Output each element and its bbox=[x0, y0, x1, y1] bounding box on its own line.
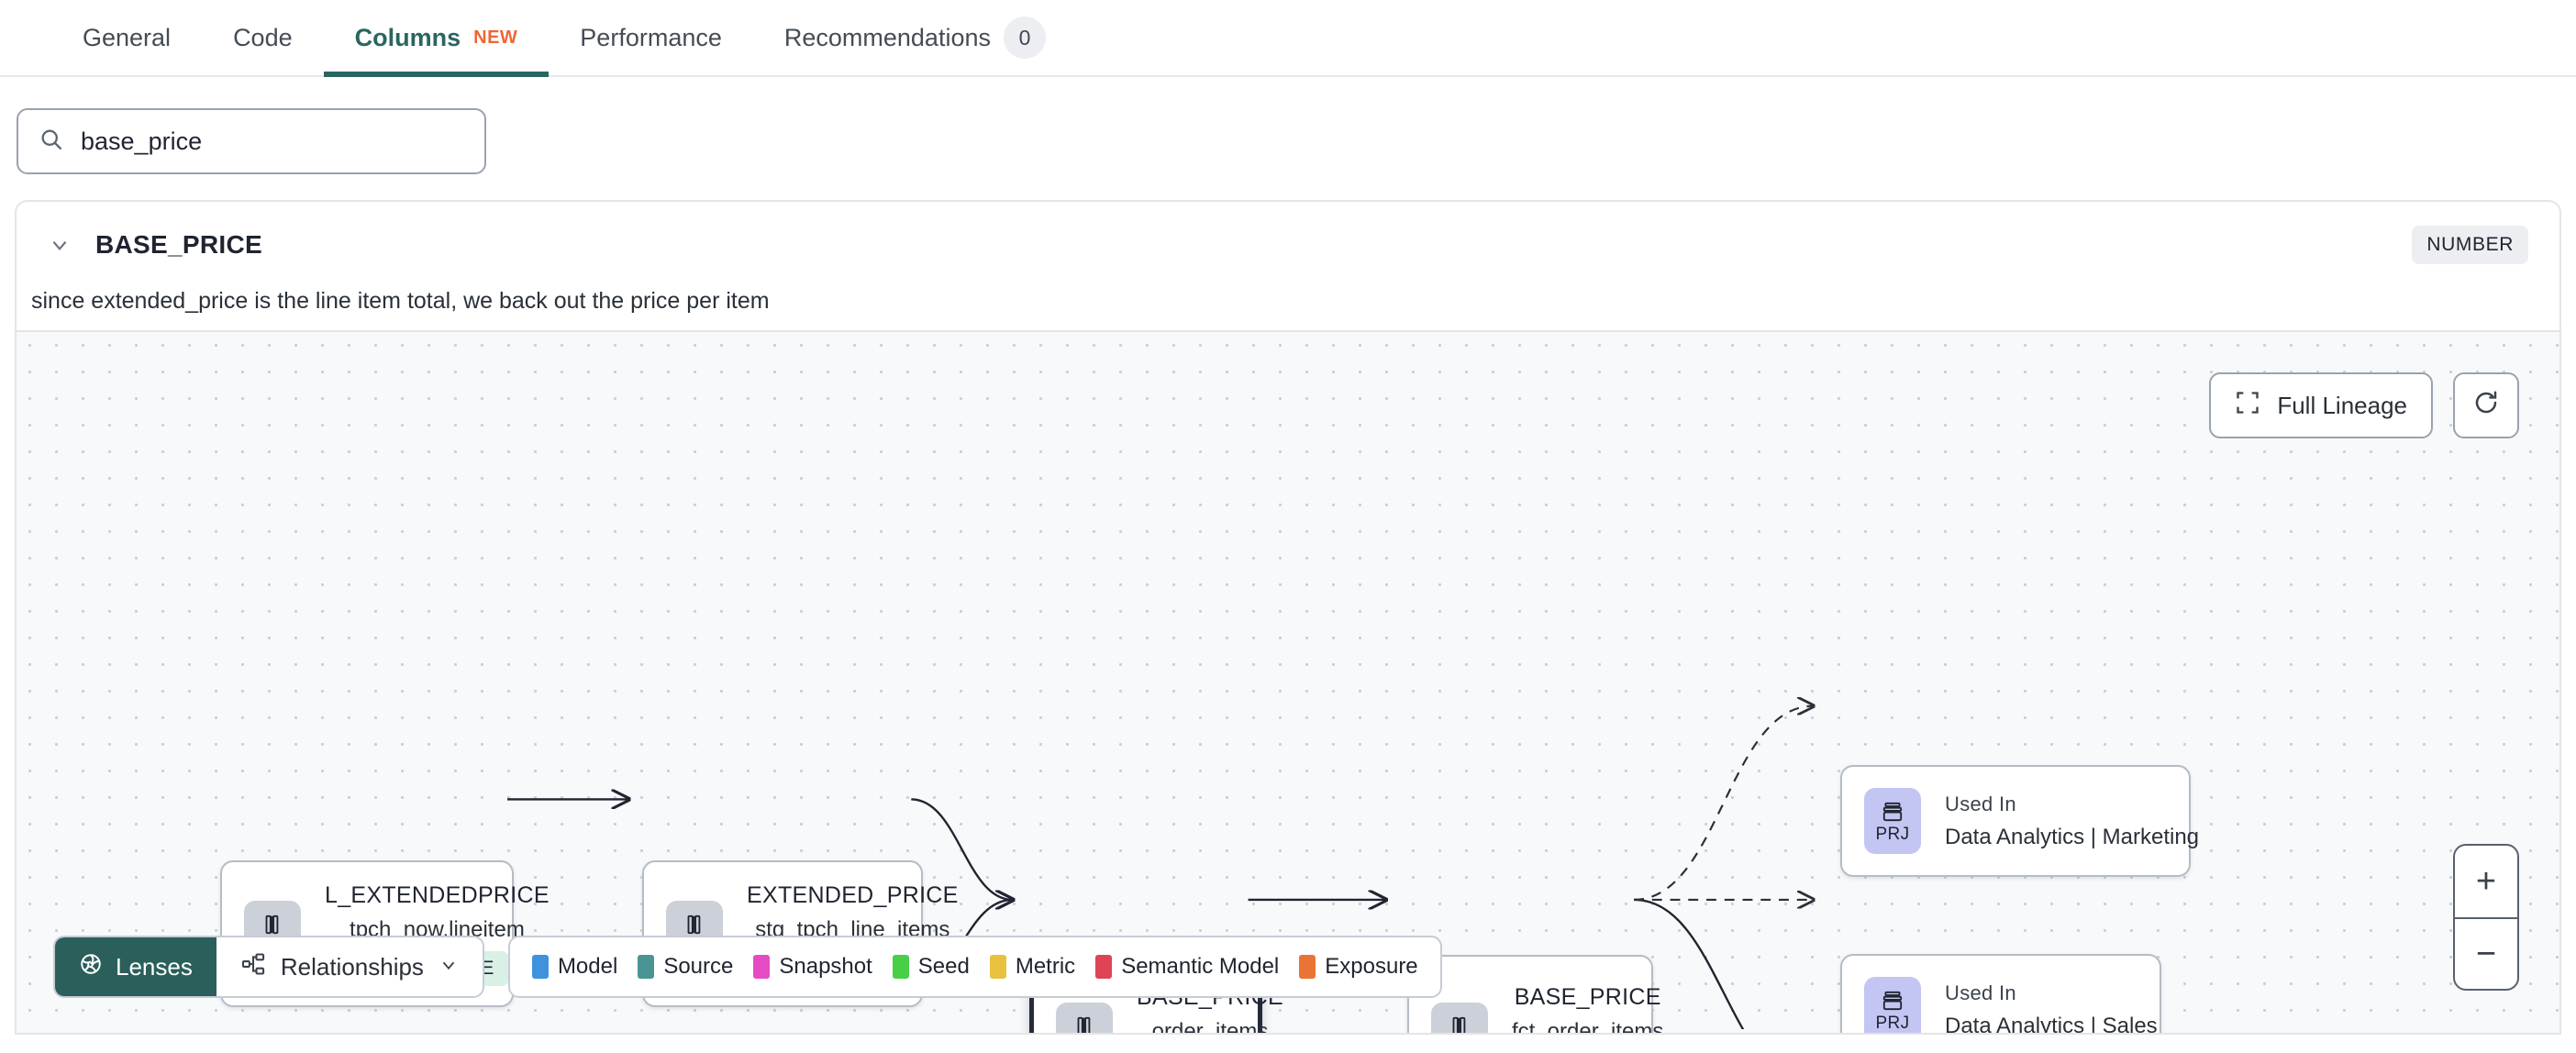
legend-item-model[interactable]: Model bbox=[531, 954, 618, 980]
node-subtitle: Data Analytics | Sales bbox=[1945, 1013, 2158, 1034]
node-subtitle: fct_order_items bbox=[1512, 1018, 1664, 1034]
lineage-canvas[interactable]: COLL_EXTENDEDPRICEtpch_now.lineitemSOURC… bbox=[17, 330, 2559, 1033]
full-lineage-button[interactable]: Full Lineage bbox=[2209, 372, 2433, 438]
legend-item-exposure[interactable]: Exposure bbox=[1299, 954, 1418, 980]
canvas-top-controls: Full Lineage bbox=[2209, 372, 2519, 438]
node-subtitle: Data Analytics | Marketing bbox=[1945, 824, 2200, 849]
relationships-label: Relationships bbox=[280, 952, 424, 981]
search-box[interactable] bbox=[17, 108, 486, 174]
search-input[interactable] bbox=[81, 127, 464, 156]
legend-label: Metric bbox=[1015, 954, 1076, 979]
zoom-in-button[interactable]: + bbox=[2475, 862, 2497, 901]
column-icon: COL bbox=[1431, 1003, 1488, 1033]
tab-label: Columns bbox=[354, 23, 461, 51]
tab-label: Code bbox=[233, 23, 293, 51]
search-row bbox=[0, 77, 2576, 200]
legend-label: Exposure bbox=[1325, 954, 1418, 979]
tab-label: Performance bbox=[580, 23, 722, 51]
expand-corners-icon bbox=[2235, 390, 2260, 422]
legend-item-snapshot[interactable]: Snapshot bbox=[753, 954, 872, 980]
full-lineage-label: Full Lineage bbox=[2277, 391, 2407, 419]
lenses-relationships-group: Lenses Relationships bbox=[53, 936, 484, 998]
tab-general[interactable]: General bbox=[51, 0, 202, 75]
node-title: Used In bbox=[1945, 981, 2016, 1004]
new-badge: NEW bbox=[473, 27, 518, 48]
legend-swatch bbox=[638, 955, 655, 979]
legend-item-semantic-model[interactable]: Semantic Model bbox=[1095, 954, 1279, 980]
lenses-button[interactable]: Lenses bbox=[55, 937, 217, 996]
node-icon-label: PRJ bbox=[1875, 824, 1910, 844]
search-icon bbox=[39, 127, 64, 157]
legend-swatch bbox=[989, 955, 1006, 979]
zoom-out-button[interactable]: − bbox=[2455, 917, 2517, 989]
tab-label: Recommendations bbox=[783, 23, 991, 51]
tab-recommendations[interactable]: Recommendations 0 bbox=[753, 0, 1077, 75]
chevron-down-icon bbox=[439, 953, 459, 981]
aperture-icon bbox=[79, 952, 103, 982]
legend-swatch bbox=[753, 955, 771, 979]
refresh-icon bbox=[2472, 389, 2500, 423]
tab-columns[interactable]: Columns NEW bbox=[323, 0, 550, 77]
project-icon: PRJ bbox=[1864, 977, 1921, 1033]
refresh-button[interactable] bbox=[2453, 372, 2519, 438]
column-type-badge: NUMBER bbox=[2412, 226, 2528, 264]
column-icon: COL bbox=[1056, 1003, 1113, 1033]
node-title: BASE_PRICE bbox=[1514, 983, 1661, 1010]
node-title: EXTENDED_PRICE bbox=[747, 881, 959, 908]
tab-performance[interactable]: Performance bbox=[549, 0, 753, 75]
legend-item-source[interactable]: Source bbox=[638, 954, 733, 980]
tab-code[interactable]: Code bbox=[202, 0, 324, 75]
node-type-legend: Model Source Snapshot Seed Metric Semantic Mo… bbox=[507, 936, 1442, 998]
page-title: BASE_PRICE bbox=[95, 230, 262, 259]
column-detail-panel: BASE_PRICE NUMBER since extended_price i… bbox=[15, 200, 2561, 1035]
legend-item-metric[interactable]: Metric bbox=[989, 954, 1076, 980]
column-description: since extended_price is the line item to… bbox=[31, 288, 770, 314]
recommendations-count-badge: 0 bbox=[1004, 17, 1046, 59]
legend-label: Seed bbox=[917, 954, 970, 979]
relationships-dropdown[interactable]: Relationships bbox=[217, 937, 483, 996]
lenses-label: Lenses bbox=[116, 952, 193, 981]
tab-bar: General Code Columns NEW Performance Recommen… bbox=[0, 0, 2576, 77]
node-body: Used In Data Analytics | Sales bbox=[1921, 981, 2182, 1034]
zoom-controls: + − bbox=[2453, 844, 2519, 991]
lineage-node-prj_marketing[interactable]: PRJ Used In Data Analytics | Marketing bbox=[1840, 765, 2199, 877]
lineage-node-prj_sales[interactable]: PRJ Used In Data Analytics | Sales bbox=[1840, 954, 2161, 1033]
legend-label: Model bbox=[557, 954, 618, 979]
legend-label: Source bbox=[663, 954, 734, 979]
node-icon-label: PRJ bbox=[1875, 1013, 1910, 1033]
legend-swatch bbox=[531, 955, 549, 979]
legend-label: Semantic Model bbox=[1121, 954, 1280, 979]
node-body: Used In Data Analytics | Marketing bbox=[1921, 793, 2223, 850]
collapse-chevron-icon[interactable] bbox=[48, 233, 72, 257]
node-subtitle: order_items bbox=[1151, 1018, 1269, 1034]
legend-item-seed[interactable]: Seed bbox=[892, 954, 970, 980]
legend-swatch bbox=[892, 955, 909, 979]
node-title: Used In bbox=[1945, 792, 2016, 815]
legend-swatch bbox=[1095, 955, 1113, 979]
legend-swatch bbox=[1299, 955, 1316, 979]
hierarchy-icon bbox=[240, 951, 266, 983]
project-icon: PRJ bbox=[1864, 788, 1921, 854]
node-title: L_EXTENDEDPRICE bbox=[325, 881, 550, 908]
canvas-bottom-bar: Lenses Relationships bbox=[53, 936, 1442, 998]
tab-label: General bbox=[83, 23, 172, 51]
panel-header: BASE_PRICE NUMBER bbox=[17, 202, 2559, 264]
legend-label: Snapshot bbox=[779, 954, 872, 979]
